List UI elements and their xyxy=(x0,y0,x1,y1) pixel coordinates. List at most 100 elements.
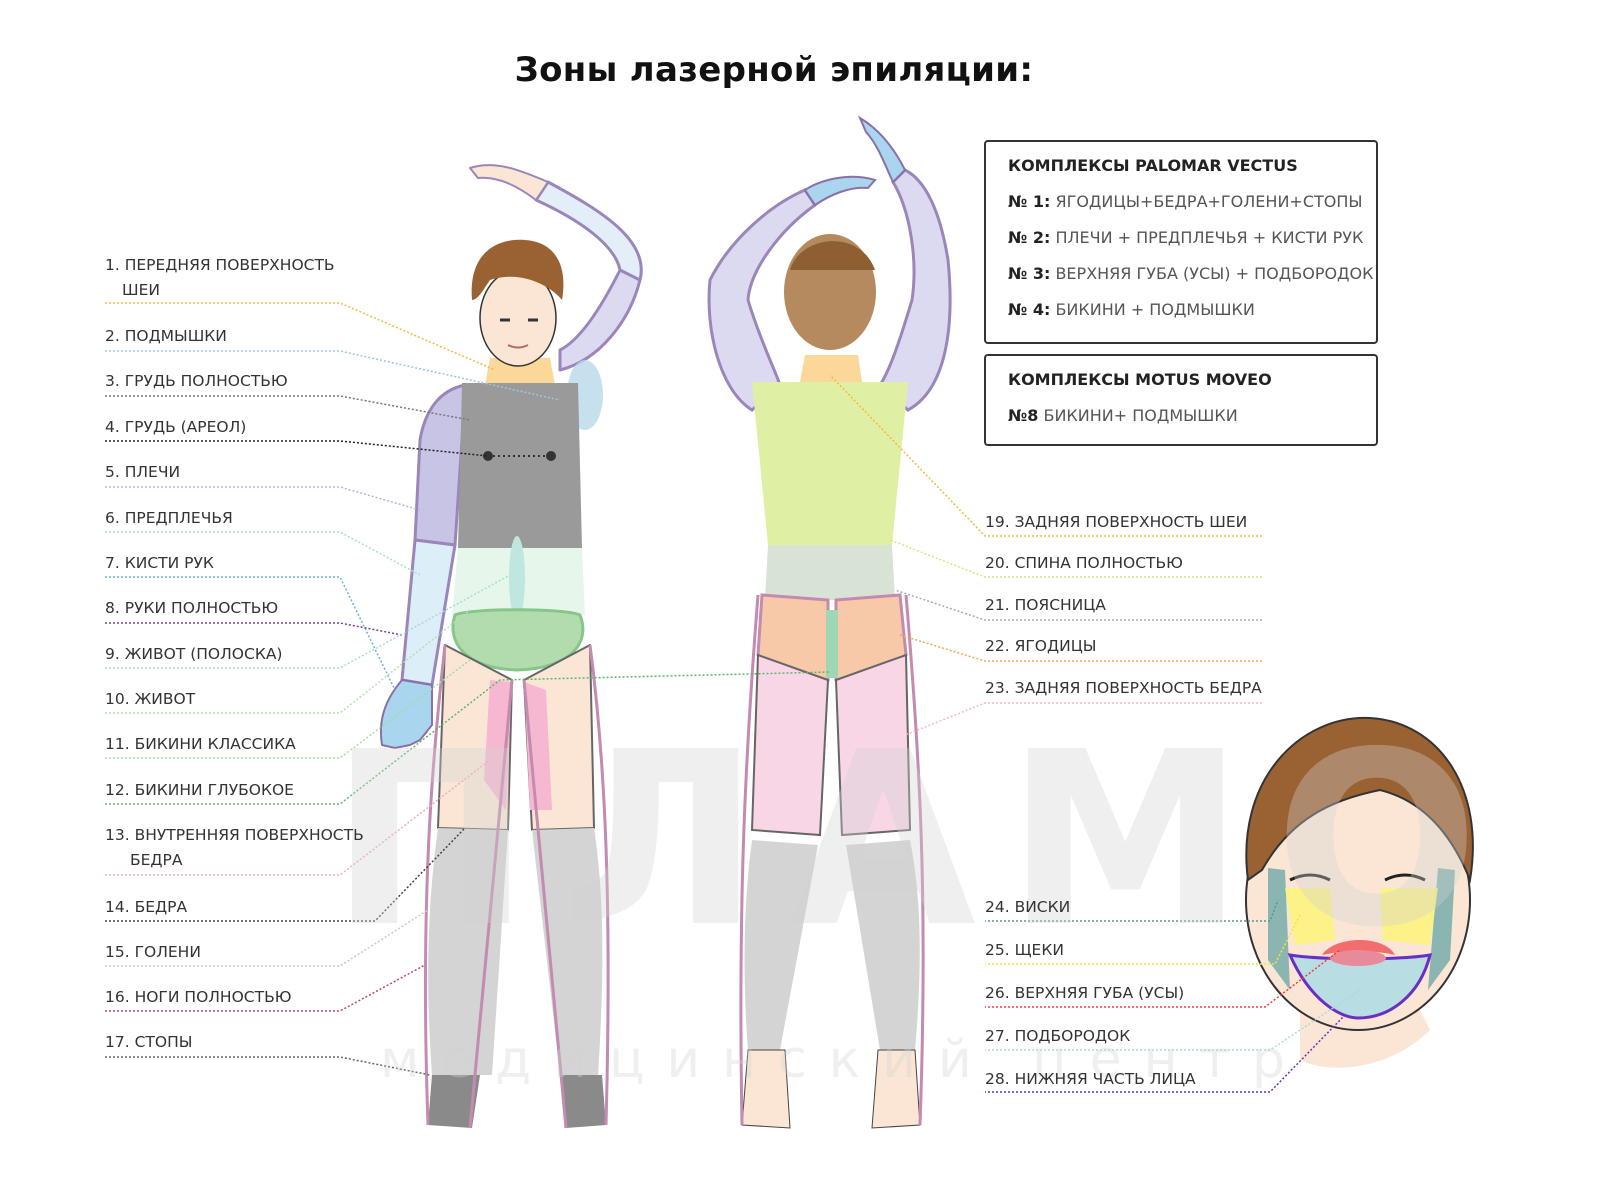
item-text: БИКИНИ + ПОДМЫШКИ xyxy=(1055,300,1255,319)
zone-label: 2. ПОДМЫШКИ xyxy=(105,324,227,349)
back-left-hand xyxy=(803,175,877,207)
back-full-zone xyxy=(752,382,908,545)
back-left-foot xyxy=(741,1049,791,1129)
zone-label-line: 13. ВНУТРЕННЯЯ ПОВЕРХНОСТЬ xyxy=(105,826,364,844)
page-title: Зоны лазерной эпиляции: xyxy=(514,50,1034,90)
item-number: № 3: xyxy=(1008,264,1051,283)
zone-label: 25. ЩЕКИ xyxy=(985,941,1064,959)
zone-label-line: БЕДРА xyxy=(130,851,183,869)
zone-label: 23. ЗАДНЯЯ ПОВЕРХНОСТЬ БЕДРА xyxy=(985,679,1262,697)
zone-label: 14. БЕДРА xyxy=(105,895,187,920)
zone-label: 19. ЗАДНЯЯ ПОВЕРХНОСТЬ ШЕИ xyxy=(985,513,1248,531)
face-lips xyxy=(1330,950,1386,966)
watermark-subtitle: медицинский центр xyxy=(380,1030,1307,1090)
back-lower-zone xyxy=(765,545,895,600)
front-right-foot xyxy=(562,1075,606,1128)
back-right-arm xyxy=(878,168,952,412)
front-bikini-zone xyxy=(451,608,585,672)
motus-item: №8 БИКИНИ+ ПОДМЫШКИ xyxy=(1008,406,1376,425)
front-raised-hand xyxy=(469,164,549,201)
face-temples-zone xyxy=(1268,868,1290,990)
front-left-foot xyxy=(428,1075,480,1128)
front-inner-thigh-left xyxy=(484,680,512,810)
leader-lines xyxy=(105,302,1361,1093)
zone-label-line: 5. ПЛЕЧИ xyxy=(105,463,181,481)
face-cheek-left xyxy=(1285,888,1335,945)
face-upper-lip-zone xyxy=(1322,940,1395,955)
face-temples-zone-right xyxy=(1428,868,1455,990)
front-left-shin xyxy=(428,828,508,1075)
item-text: ПЛЕЧИ + ПРЕДПЛЕЧЬЯ + КИСТИ РУК xyxy=(1055,228,1364,247)
zone-label-line: 11. БИКИНИ КЛАССИКА xyxy=(105,735,296,753)
front-hair xyxy=(471,239,564,300)
front-shoulder-zone xyxy=(413,383,467,547)
zone-label-line: 15. ГОЛЕНИ xyxy=(105,943,201,961)
front-hand-zone xyxy=(379,679,433,749)
zone-label-line: 3. ГРУДЬ ПОЛНОСТЬЮ xyxy=(105,372,288,390)
back-right-shin xyxy=(846,840,920,1050)
zone-label: 4. ГРУДЬ (АРЕОЛ) xyxy=(105,415,246,440)
zone-label: 13. ВНУТРЕННЯЯ ПОВЕРХНОСТЬ БЕДРА xyxy=(105,823,364,873)
motus-moveo-box: КОМПЛЕКСЫ MOTUS MOVEO №8 БИКИНИ+ ПОДМЫШК… xyxy=(984,354,1378,446)
palomar-item: № 3: ВЕРХНЯЯ ГУБА (УСЫ) + ПОДБОРОДОК xyxy=(1008,264,1376,283)
item-text: БИКИНИ+ ПОДМЫШКИ xyxy=(1043,406,1238,425)
zone-label-line: 1. ПЕРЕДНЯЯ ПОВЕРХНОСТЬ xyxy=(105,256,335,274)
zone-label-line: 7. КИСТИ РУК xyxy=(105,554,214,572)
zone-label: 6. ПРЕДПЛЕЧЬЯ xyxy=(105,506,233,531)
item-text: ВЕРХНЯЯ ГУБА (УСЫ) + ПОДБОРОДОК xyxy=(1055,264,1374,283)
zone-label: 3. ГРУДЬ ПОЛНОСТЬЮ xyxy=(105,369,288,394)
face-hair xyxy=(1245,716,1474,884)
zone-label: 21. ПОЯСНИЦА xyxy=(985,596,1106,614)
zone-label-line: 8. РУКИ ПОЛНОСТЬЮ xyxy=(105,599,279,617)
palomar-item: № 2: ПЛЕЧИ + ПРЕДПЛЕЧЬЯ + КИСТИ РУК xyxy=(1008,228,1376,247)
zone-label: 27. ПОДБОРОДОК xyxy=(985,1027,1131,1045)
zone-label: 12. БИКИНИ ГЛУБОКОЕ xyxy=(105,778,294,803)
item-number: № 4: xyxy=(1008,300,1051,319)
zone-label: 17. СТОПЫ xyxy=(105,1030,192,1055)
motus-heading: КОМПЛЕКСЫ MOTUS MOVEO xyxy=(1008,370,1272,389)
zone-label: 1. ПЕРЕДНЯЯ ПОВЕРХНОСТЬ ШЕИ xyxy=(105,253,335,303)
zone-label-line: 17. СТОПЫ xyxy=(105,1033,193,1051)
front-right-shin xyxy=(532,828,603,1075)
back-right-hand xyxy=(857,115,907,184)
zone-label-line: 16. НОГИ ПОЛНОСТЬЮ xyxy=(105,988,292,1006)
zone-label-line: 10. ЖИВОТ xyxy=(105,690,196,708)
back-cleft xyxy=(826,610,838,678)
back-right-thigh xyxy=(834,653,912,837)
zone-label: 20. СПИНА ПОЛНОСТЬЮ xyxy=(985,554,1183,572)
zone-label-line: 2. ПОДМЫШКИ xyxy=(105,327,227,345)
palomar-vectus-box: КОМПЛЕКСЫ PALOMAR VECTUS № 1: ЯГОДИЦЫ+БЕ… xyxy=(984,140,1378,344)
palomar-heading: КОМПЛЕКСЫ PALOMAR VECTUS xyxy=(1008,156,1298,175)
zone-label: 7. КИСТИ РУК xyxy=(105,551,214,576)
zone-label: 10. ЖИВОТ xyxy=(105,687,195,712)
face-closeup xyxy=(1245,716,1474,1068)
zone-label: 28. НИЖНЯЯ ЧАСТЬ ЛИЦА xyxy=(985,1070,1196,1088)
item-text: ЯГОДИЦЫ+БЕДРА+ГОЛЕНИ+СТОПЫ xyxy=(1055,192,1363,211)
zone-label: 26. ВЕРХНЯЯ ГУБА (УСЫ) xyxy=(985,984,1185,1002)
zone-label-line: 6. ПРЕДПЛЕЧЬЯ xyxy=(105,509,233,527)
watermark-brand: ПЛАМО xyxy=(330,700,1509,980)
zone-label: 9. ЖИВОТ (ПОЛОСКА) xyxy=(105,642,282,667)
front-figure xyxy=(379,164,643,1129)
front-chest-zone xyxy=(458,383,582,548)
item-number: № 1: xyxy=(1008,192,1051,211)
zone-label-line: 9. ЖИВОТ (ПОЛОСКА) xyxy=(105,645,283,663)
front-inner-thigh-right xyxy=(524,682,552,810)
palomar-item: № 1: ЯГОДИЦЫ+БЕДРА+ГОЛЕНИ+СТОПЫ xyxy=(1008,192,1376,211)
item-number: №8 xyxy=(1008,406,1039,425)
back-neck-zone xyxy=(800,355,862,382)
zone-label: 8. РУКИ ПОЛНОСТЬЮ xyxy=(105,596,278,621)
zone-label-line: 14. БЕДРА xyxy=(105,898,188,916)
zone-label-line: 12. БИКИНИ ГЛУБОКОЕ xyxy=(105,781,294,799)
zone-label-line: ШЕИ xyxy=(122,281,160,299)
front-areola-right xyxy=(546,451,556,461)
back-left-shin xyxy=(744,840,818,1050)
zone-label: 5. ПЛЕЧИ xyxy=(105,460,180,485)
back-left-thigh xyxy=(750,653,830,837)
front-raised-upper-arm xyxy=(558,268,642,372)
front-belly-strip-zone xyxy=(509,536,525,620)
palomar-item: № 4: БИКИНИ + ПОДМЫШКИ xyxy=(1008,300,1376,319)
item-number: № 2: xyxy=(1008,228,1051,247)
front-neck-zone xyxy=(485,358,555,385)
